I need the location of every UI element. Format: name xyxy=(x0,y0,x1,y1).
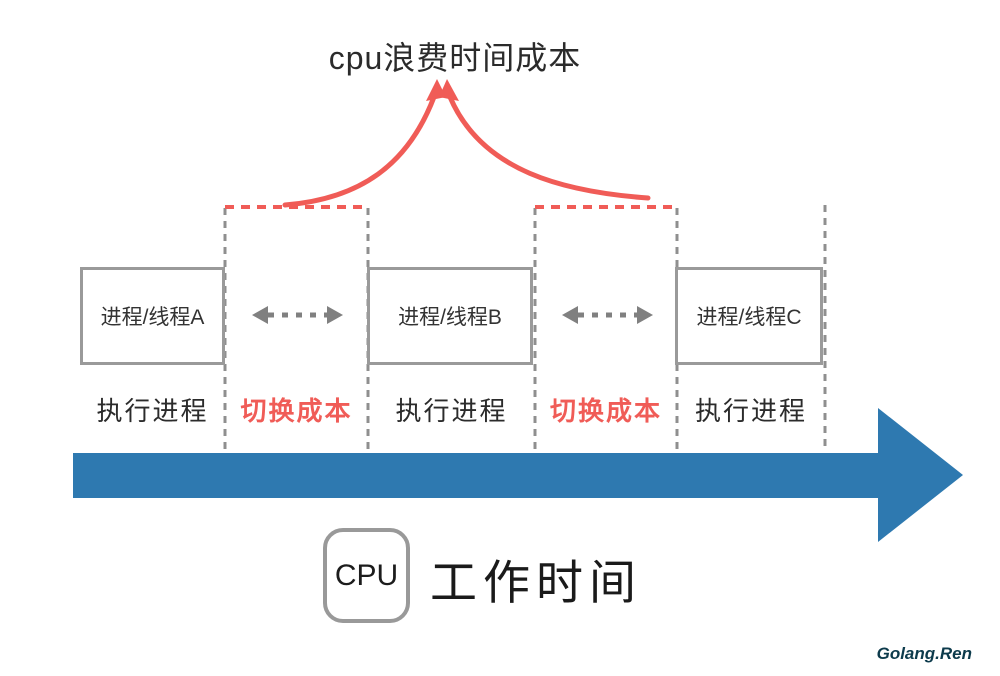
timeline-label-switch-2: 切换成本 xyxy=(549,396,662,426)
process-box-b: 进程/线程B xyxy=(367,267,533,365)
process-box-b-label: 进程/线程B xyxy=(398,306,502,329)
cpu-box: CPU xyxy=(323,528,410,623)
process-box-a: 进程/线程A xyxy=(80,267,225,365)
cost-curve-left xyxy=(282,94,437,208)
timeline-label-switch-1: 切换成本 xyxy=(240,396,353,426)
process-box-a-label: 进程/线程A xyxy=(100,306,205,329)
page-title: cpu浪费时间成本 xyxy=(328,40,582,76)
timeline-axis-label: 工作时间 xyxy=(430,556,642,609)
switch-arrow-head-left xyxy=(562,306,578,324)
timeline-label-execute-2: 执行进程 xyxy=(395,396,508,426)
timeline-arrow xyxy=(73,408,963,542)
timeline-label-execute-1: 执行进程 xyxy=(96,396,209,426)
watermark: Golang.Ren xyxy=(876,644,972,663)
cost-curve-arrowhead-right xyxy=(439,79,459,101)
process-box-c: 进程/线程C xyxy=(675,267,823,365)
switch-arrow-head-left xyxy=(252,306,268,324)
process-box-c-label: 进程/线程C xyxy=(696,306,802,329)
cpu-box-label: CPU xyxy=(334,558,399,592)
cost-curve-right xyxy=(447,94,651,201)
timeline-label-execute-3: 执行进程 xyxy=(694,396,807,426)
switch-arrow-head-right xyxy=(327,306,343,324)
switch-arrow-head-right xyxy=(637,306,653,324)
